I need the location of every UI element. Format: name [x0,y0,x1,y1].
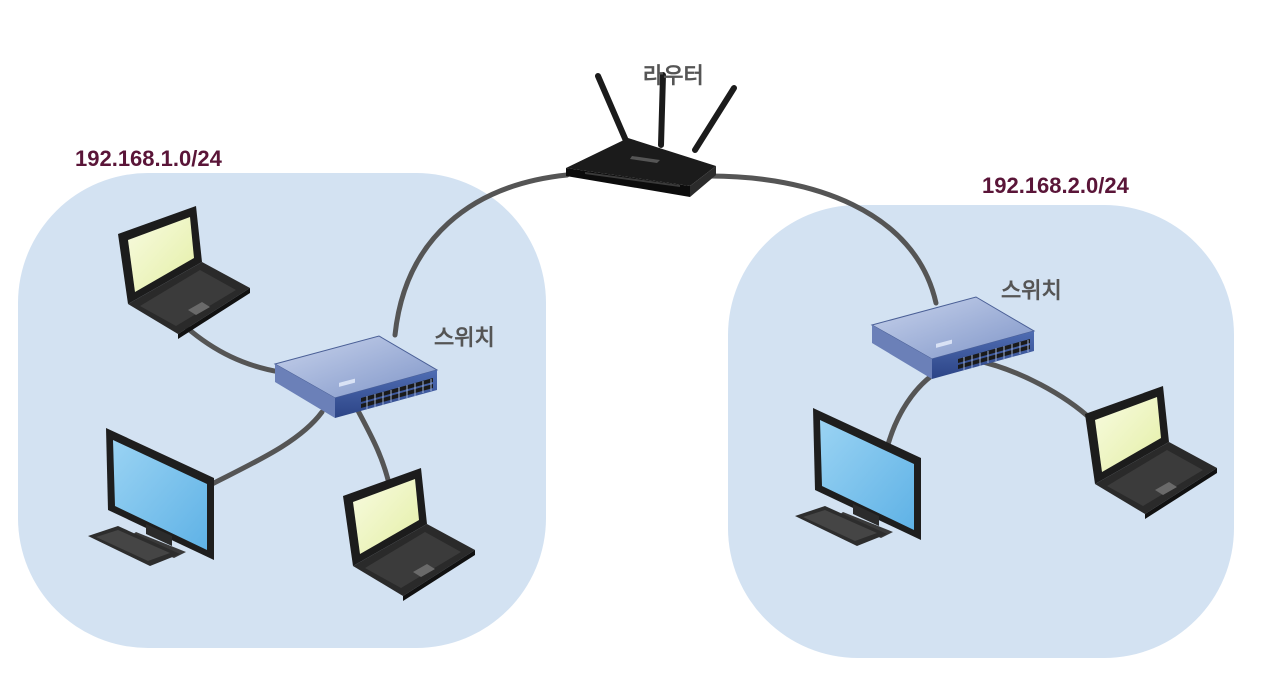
subnet-area-left [18,173,546,648]
subnet-label-right: 192.168.2.0/24 [982,173,1129,198]
subnet-label-left: 192.168.1.0/24 [75,146,222,171]
cable-router-right-switch [707,173,939,306]
cable-left-laptop-bottom [352,402,393,491]
cable-left-monitor [209,409,325,487]
cable-right-laptop [972,357,1095,423]
cables [183,172,1095,491]
cable-left-laptop-top [183,324,283,375]
switch-label-right: 스위치 [1001,279,1062,304]
switch-label-left: 스위치 [434,326,495,351]
cable-router-left-switch [392,172,570,338]
router-icon [566,72,737,197]
router-label: 라우터 [643,64,704,89]
